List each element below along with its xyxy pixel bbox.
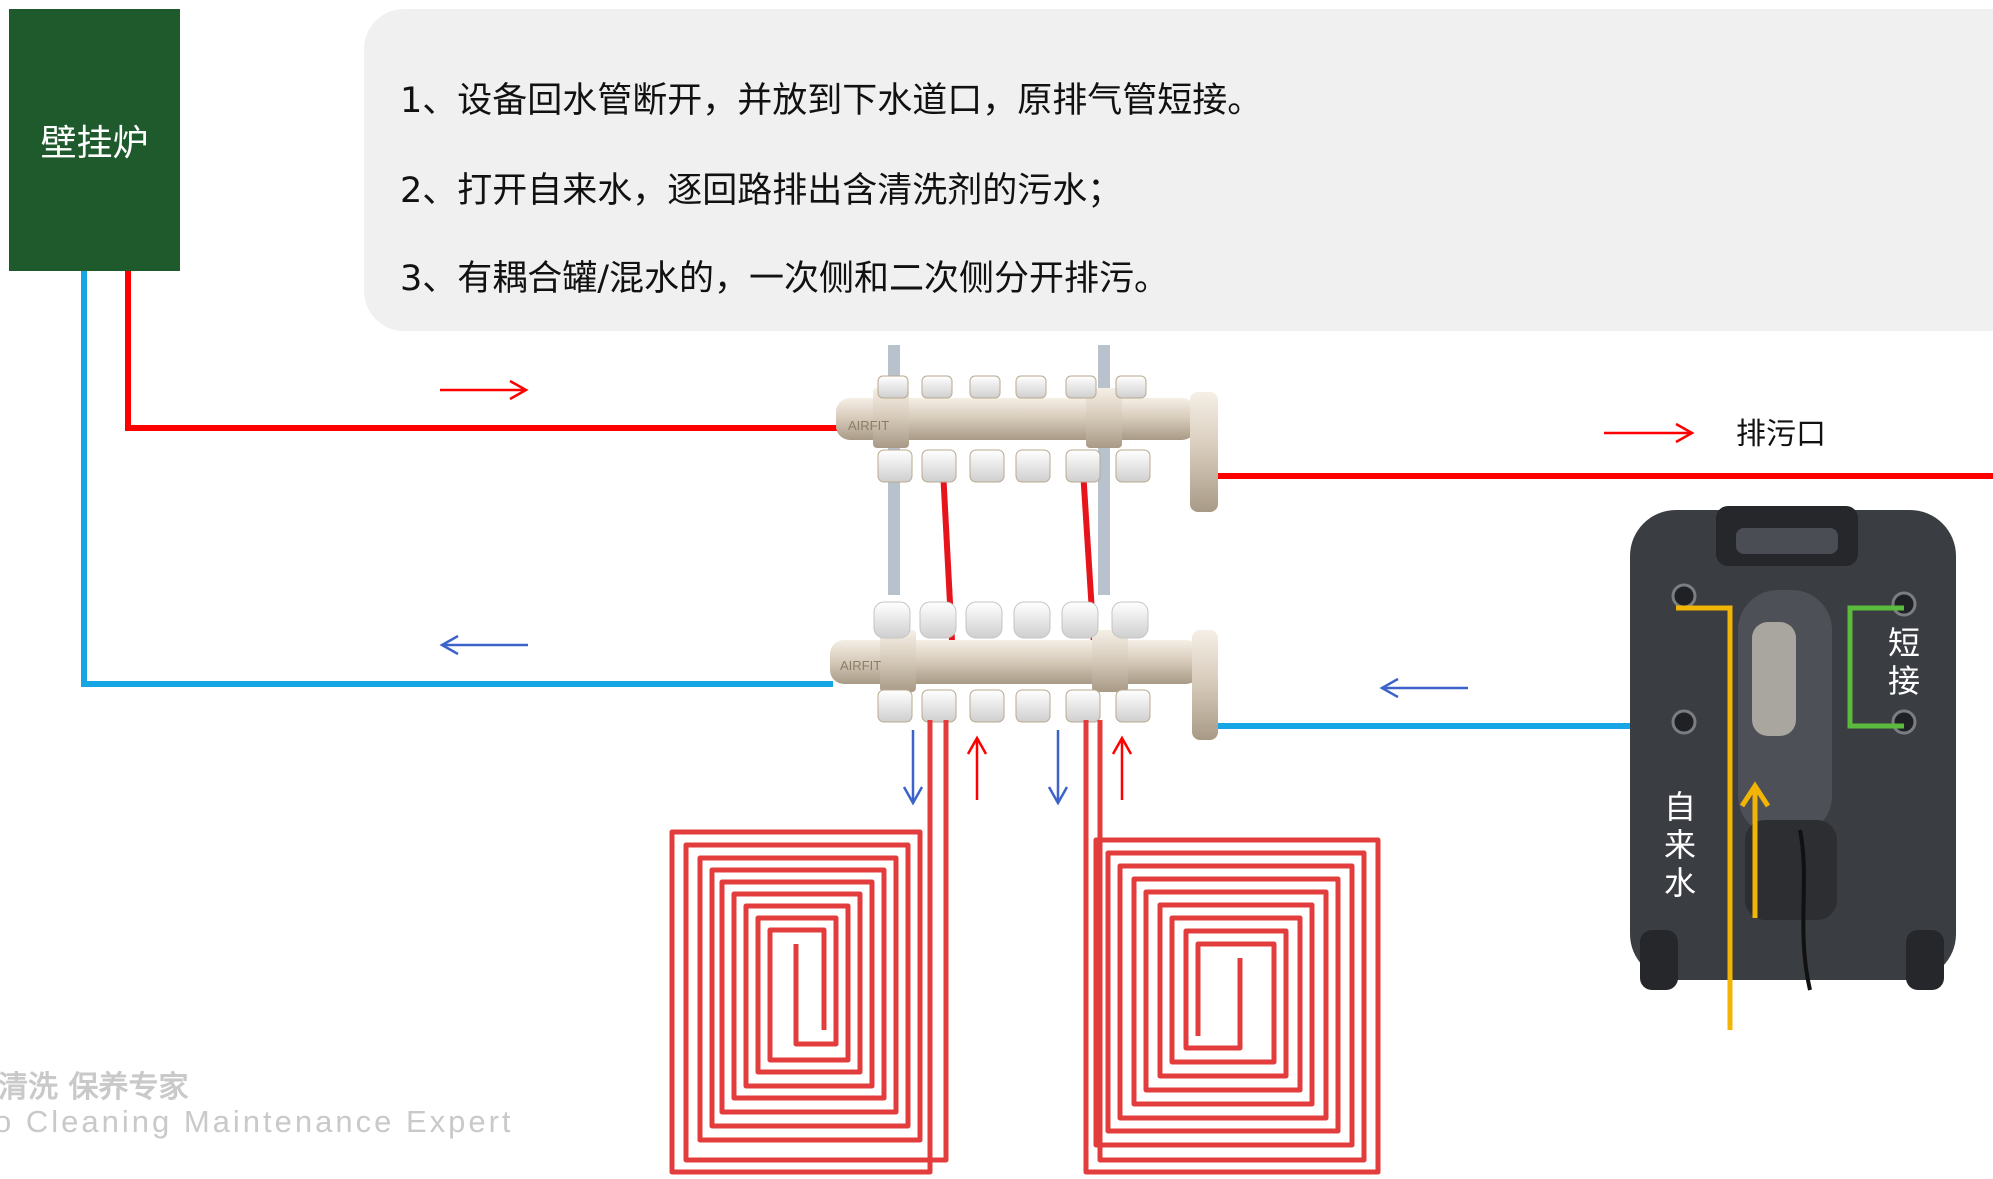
tap-water-char-3: 水 [1663, 864, 1696, 902]
tap-water-char-2: 来 [1663, 826, 1696, 864]
instruction-3: 3、有耦合罐/混水的，一次侧和二次侧分开排污。 [400, 259, 1170, 299]
short-connect-char-1: 短 [1887, 624, 1920, 662]
tap-water-label: 自 来 水 [1661, 788, 1699, 902]
tap-water-flow [1676, 605, 1771, 1030]
heating-coil-left [669, 720, 949, 1175]
instructions-panel [364, 9, 1993, 331]
manifold-brand: AIRFIT [848, 418, 889, 433]
return-pipe [81, 271, 1686, 729]
instruction-1: 1、设备回水管断开，并放到下水道口，原排气管短接。 [400, 81, 1263, 121]
manifold-brand-lower: AIRFIT [840, 658, 881, 673]
wall-boiler: 壁挂炉 [9, 9, 180, 271]
wall-boiler-label: 壁挂炉 [40, 123, 149, 164]
watermark-cn: 清洗 保养专家 [0, 1070, 189, 1105]
tap-water-char-1: 自 [1663, 788, 1696, 826]
cleaning-machine [1630, 506, 1956, 991]
floor-heating-manifold: AIRFIT AIRFIT [830, 345, 1218, 740]
supply-pipe [125, 271, 1993, 661]
short-connect-label: 短 接 [1885, 624, 1923, 700]
bypass-link [1847, 605, 1904, 729]
watermark-en: o Cleaning Maintenance Expert [0, 1104, 514, 1139]
short-connect-char-2: 接 [1887, 662, 1920, 700]
flow-arrows [439, 379, 1695, 806]
instruction-2: 2、打开自来水，逐回路排出含清洗剂的污水； [400, 171, 1123, 211]
heating-coil-right [1083, 720, 1381, 1175]
drain-outlet-label: 排污口 [1736, 417, 1826, 452]
